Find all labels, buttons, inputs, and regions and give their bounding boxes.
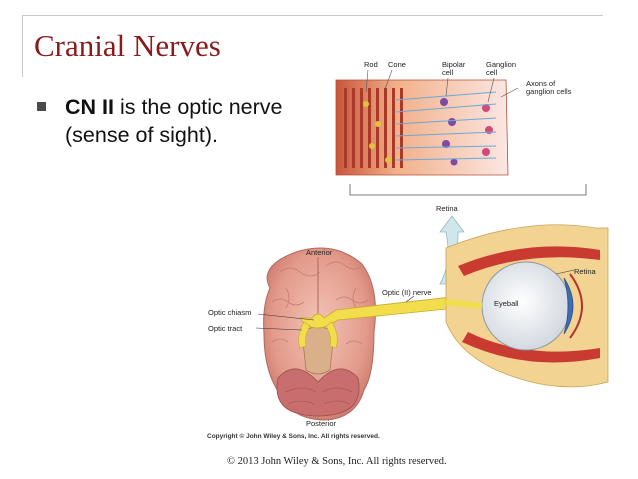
label-retina-inset: Retina — [436, 204, 458, 213]
label-ganglion-line1: Ganglion — [486, 60, 517, 69]
bullet-text: CN II is the optic nerve (sense of sight… — [65, 93, 302, 149]
slide-title: Cranial Nerves — [34, 28, 221, 63]
label-rod: Rod — [364, 60, 378, 69]
bullet-square-icon — [37, 102, 46, 111]
bullet-bold-term: CN II — [65, 95, 114, 119]
brain-illustration — [255, 247, 497, 421]
label-bipolar-line2: cell — [442, 68, 454, 77]
slide-border-left — [22, 15, 23, 77]
eye-socket-illustration — [445, 224, 609, 388]
label-posterior: Posterior — [306, 419, 337, 428]
figure-copyright: Copyright © John Wiley & Sons, Inc. All … — [207, 433, 380, 440]
label-optic-chiasm: Optic chiasm — [208, 308, 252, 317]
figure-illustration — [255, 69, 609, 421]
bullet-rest: is the optic nerve (sense of sight). — [65, 95, 283, 147]
bullet-item: CN II is the optic nerve (sense of sight… — [37, 93, 302, 149]
slide-footer: © 2013 John Wiley & Sons, Inc. All right… — [227, 456, 447, 467]
label-bipolar-line1: Bipolar — [442, 60, 466, 69]
label-axons-line2: ganglion cells — [526, 87, 572, 96]
label-cone: Cone — [388, 60, 406, 69]
label-ganglion-line2: cell — [486, 68, 498, 77]
label-optic-nerve: Optic (II) nerve — [382, 288, 432, 297]
label-eyeball: Eyeball — [494, 299, 519, 308]
label-axons-line1: Axons of — [526, 79, 556, 88]
retina-inset — [335, 69, 587, 285]
label-anterior: Anterior — [306, 248, 333, 257]
label-optic-tract: Optic tract — [208, 324, 243, 333]
slide-border-top — [22, 15, 603, 16]
label-retina-eye: Retina — [574, 267, 596, 276]
optic-nerve-figure: Rod Cone Bipolar cell Ganglion cell Axon… — [196, 52, 616, 445]
